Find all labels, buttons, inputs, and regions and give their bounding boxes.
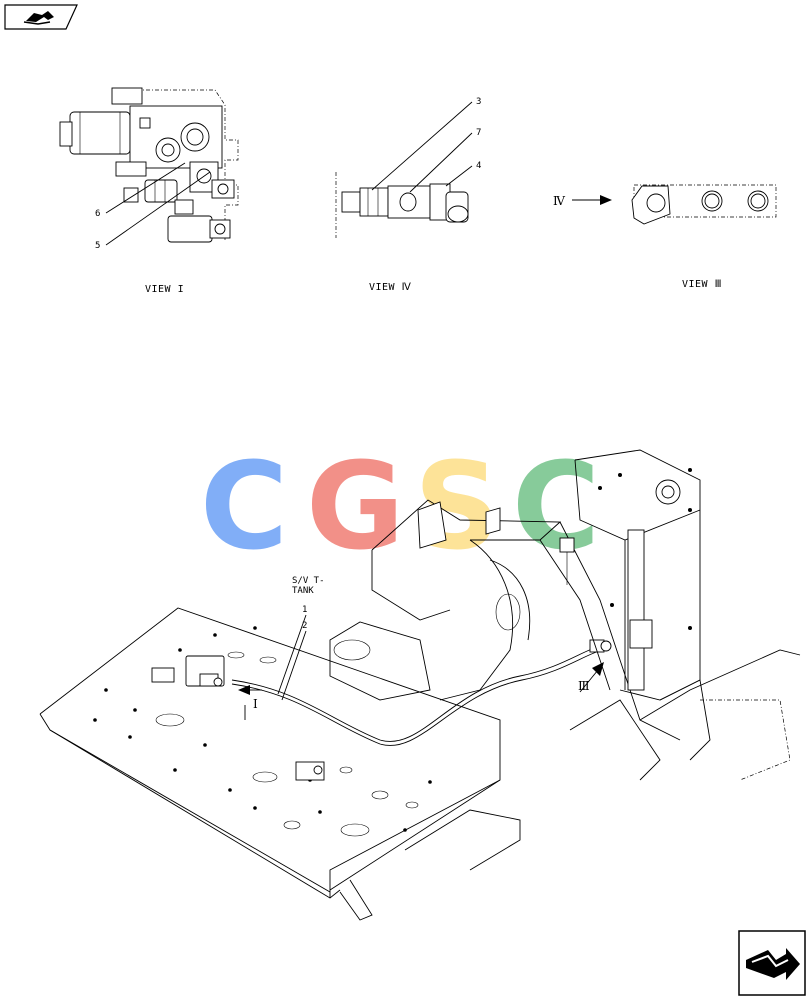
- callout-7: 7: [476, 128, 481, 138]
- callout-2: 2: [302, 621, 307, 631]
- callout-3: 3: [476, 97, 481, 107]
- view-3-label: VIEW Ⅲ: [682, 279, 722, 290]
- watermark-logo: C G S C: [200, 438, 600, 577]
- next-page-arrow-icon: [738, 930, 806, 996]
- floor-holes: [93, 626, 432, 837]
- callout-5: 5: [95, 241, 100, 251]
- watermark-letter-c2: C: [512, 438, 600, 577]
- arrow-label-iv: Ⅳ: [553, 194, 566, 208]
- watermark-letter-c1: C: [200, 438, 288, 577]
- main-assembly-drawing: S/V T- TANK 1 2 I Ⅲ: [39, 449, 801, 921]
- view-1-valve-assembly: 6 5: [59, 87, 239, 251]
- annotation-line-1: S/V T-: [292, 576, 325, 586]
- view-3-port-block: Ⅳ: [553, 184, 777, 225]
- book-arrow-icon: [4, 4, 78, 30]
- callout-4: 4: [476, 161, 481, 171]
- next-page-button[interactable]: [738, 930, 806, 996]
- watermark-letter-g: G: [306, 438, 405, 577]
- arrow-label-iii: Ⅲ: [578, 679, 590, 693]
- view-1-label: VIEW I: [145, 284, 184, 295]
- callout-6: 6: [95, 209, 100, 219]
- callout-1: 1: [302, 605, 307, 615]
- hydraulic-tank: [574, 449, 701, 701]
- back-nav-button[interactable]: [4, 4, 78, 30]
- view-4-hose-fitting: 3 7 4: [335, 97, 481, 238]
- solenoid-valve: [151, 655, 325, 781]
- annotation-line-2: TANK: [292, 586, 314, 596]
- view-4-label: VIEW Ⅳ: [369, 282, 412, 293]
- arrow-label-i: I: [253, 697, 258, 711]
